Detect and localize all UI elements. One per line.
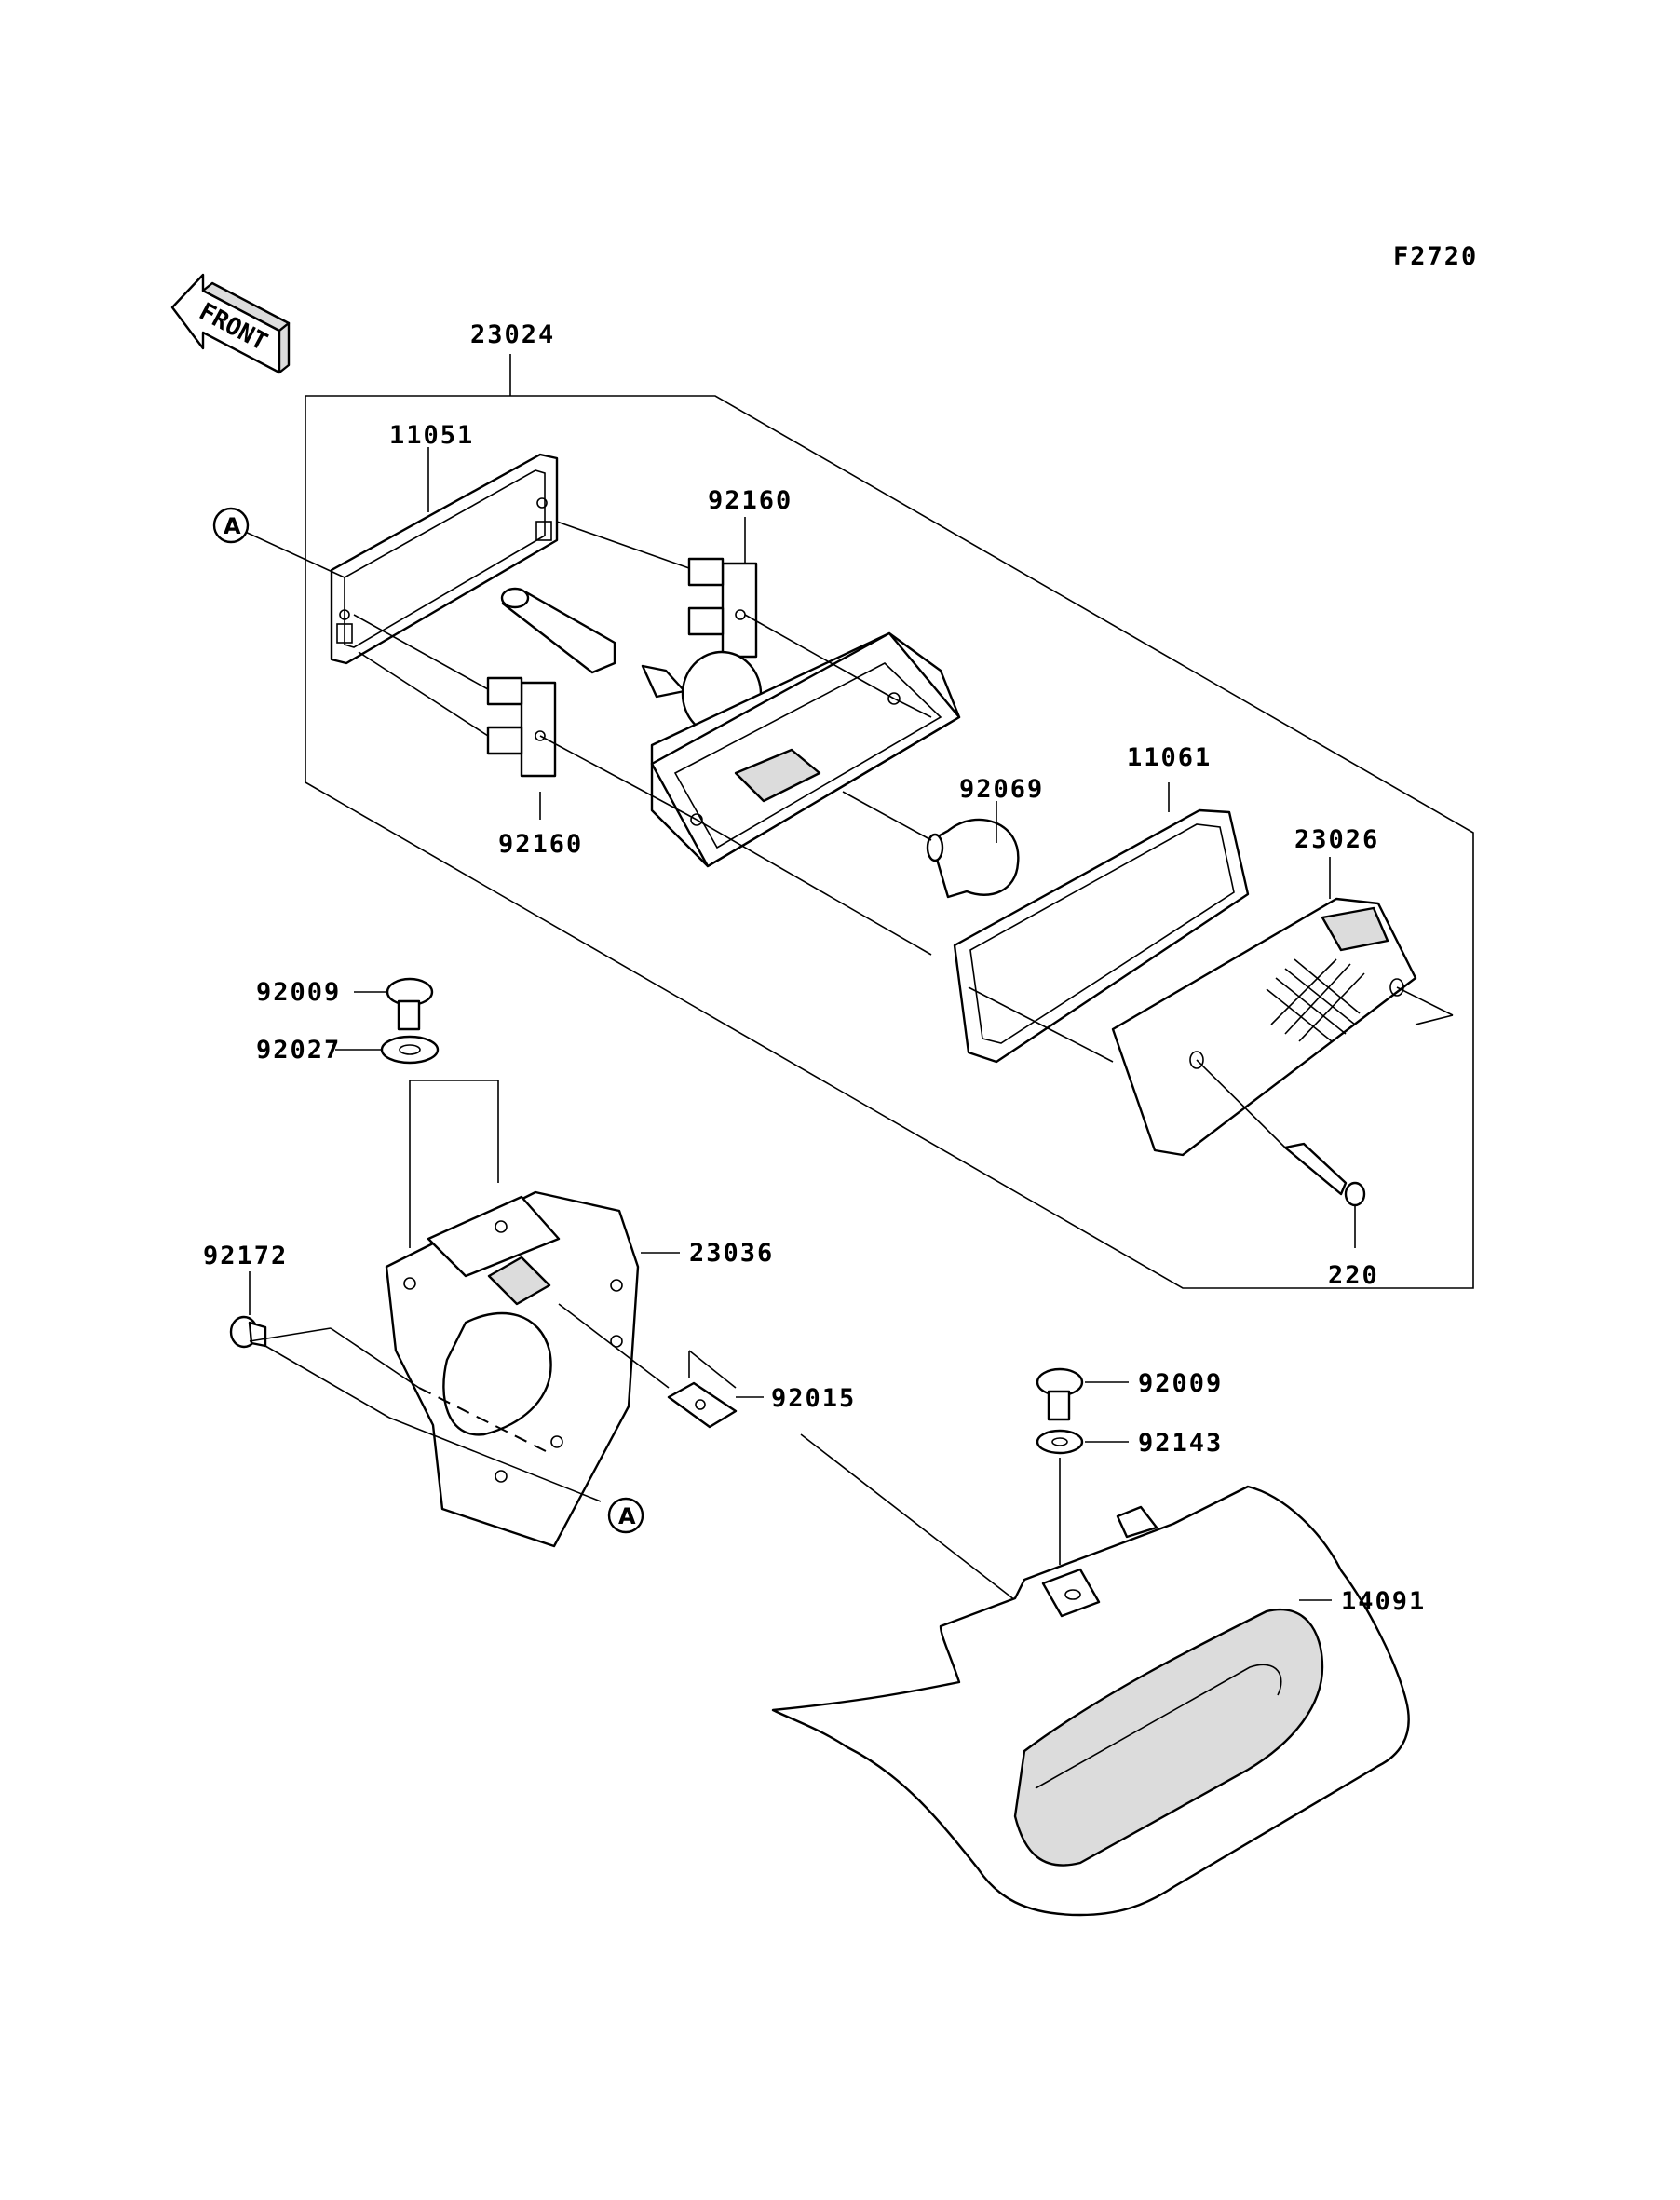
bulb-92069: [926, 818, 1020, 899]
base-gasket-11051: [330, 453, 559, 665]
label-11051: 11051: [389, 421, 474, 450]
bracket-23036: [385, 1080, 680, 1548]
ref-marker-a-top: A: [212, 507, 250, 544]
bulb-holder: [500, 587, 686, 699]
label-23024: 23024: [470, 320, 555, 349]
front-arrow-icon: FRONT: [170, 273, 291, 374]
washer-92143: [1036, 1429, 1129, 1649]
label-92160-top: 92160: [708, 486, 793, 515]
lens-23026: [1111, 897, 1417, 1157]
screw-92009-left: [354, 977, 434, 1031]
cowl-cover-14091: [771, 1485, 1410, 1917]
label-92143: 92143: [1138, 1429, 1223, 1458]
label-92172: 92172: [203, 1242, 288, 1270]
label-23026: 23026: [1294, 825, 1379, 854]
screw-92009-right: [1036, 1367, 1129, 1421]
upper-leader-lines: [230, 521, 1454, 1148]
washer-92027: [335, 1035, 440, 1065]
label-220: 220: [1328, 1261, 1379, 1290]
screw-220: [1283, 1142, 1366, 1207]
clip-nut-92015: [558, 1303, 1016, 1601]
assembly-outline-23024: [305, 354, 1474, 1289]
label-leaders: [427, 447, 1356, 1248]
lamp-housing: [650, 631, 961, 868]
ref-marker-a-bottom: A: [607, 1497, 644, 1534]
label-23036: 23036: [689, 1239, 774, 1268]
label-92015: 92015: [771, 1384, 856, 1413]
label-92160-bottom: 92160: [498, 830, 583, 859]
lens-gasket-11061: [953, 808, 1250, 1064]
socket-92160-top: [687, 557, 758, 659]
label-92009-right: 92009: [1138, 1369, 1223, 1398]
ref-marker-a-bottom-label: A: [618, 1503, 636, 1529]
label-92009-left: 92009: [256, 978, 341, 1007]
label-14091: 14091: [1341, 1587, 1426, 1616]
socket-92160-bottom: [486, 676, 557, 778]
label-92027: 92027: [256, 1036, 341, 1065]
label-92069: 92069: [959, 775, 1044, 804]
label-11061: 11061: [1127, 743, 1212, 772]
diagram-code: F2720: [1393, 242, 1478, 271]
bolt-92172: [229, 1271, 602, 1502]
ref-marker-a-top-label: A: [224, 513, 241, 539]
